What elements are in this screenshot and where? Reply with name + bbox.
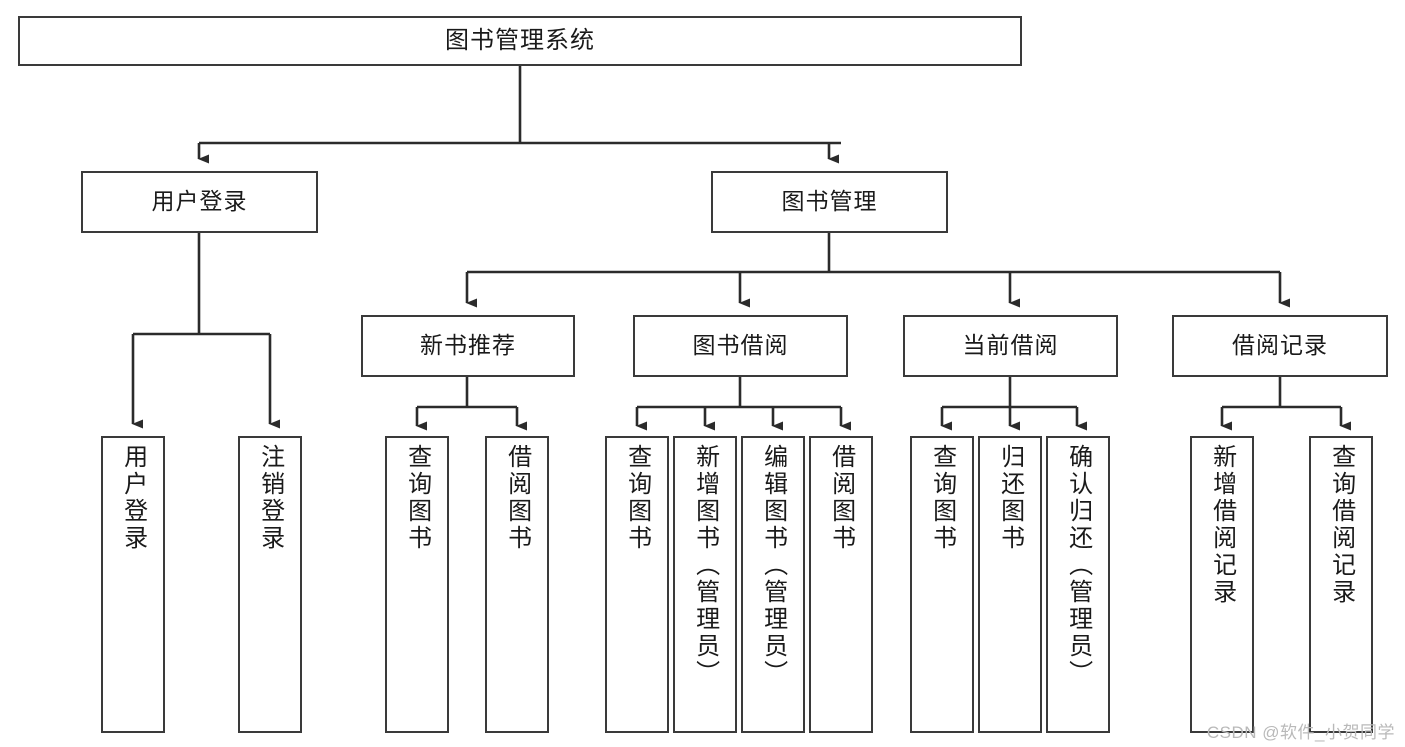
node-label: 归还图书 — [996, 444, 1024, 552]
node-label: 借阅记录 — [1232, 332, 1328, 359]
node-label: 图书借阅 — [692, 332, 789, 359]
node-user-login[interactable]: 用户登录 — [81, 171, 318, 233]
node-label: 注销登录 — [256, 444, 284, 552]
leaf-new-book-borrow-book[interactable]: 借阅图书 — [485, 436, 549, 733]
leaf-book-borrow-add-book-admin[interactable]: 新增图书（管理员） — [673, 436, 737, 733]
node-label: 新增图书（管理员） — [691, 444, 719, 687]
node-label: 查询图书 — [403, 444, 431, 552]
leaf-book-borrow-edit-book-admin[interactable]: 编辑图书（管理员） — [741, 436, 805, 733]
node-label: 查询借阅记录 — [1327, 444, 1355, 606]
node-label: 编辑图书（管理员） — [759, 444, 787, 687]
node-label: 查询图书 — [623, 444, 651, 552]
watermark-text: CSDN @软件_小贺同学 — [1206, 723, 1395, 742]
node-borrow-record[interactable]: 借阅记录 — [1172, 315, 1388, 377]
leaf-current-borrow-return-book[interactable]: 归还图书 — [978, 436, 1042, 733]
leaf-user-login-logout[interactable]: 注销登录 — [238, 436, 302, 733]
node-label: 借阅图书 — [827, 444, 855, 552]
node-new-book-recommend[interactable]: 新书推荐 — [361, 315, 575, 377]
node-label: 图书管理 — [781, 188, 878, 215]
node-book-management[interactable]: 图书管理 — [711, 171, 948, 233]
node-label: 查询图书 — [928, 444, 956, 552]
node-label: 确认归还（管理员） — [1064, 444, 1092, 687]
leaf-current-borrow-confirm-return-admin[interactable]: 确认归还（管理员） — [1046, 436, 1110, 733]
node-label: 用户登录 — [151, 188, 248, 215]
node-root-book-management-system[interactable]: 图书管理系统 — [18, 16, 1022, 66]
leaf-borrow-record-query-record[interactable]: 查询借阅记录 — [1309, 436, 1373, 733]
leaf-user-login-login[interactable]: 用户登录 — [101, 436, 165, 733]
node-label: 新书推荐 — [420, 332, 516, 359]
node-label: 当前借阅 — [962, 332, 1059, 359]
node-label: 新增借阅记录 — [1208, 444, 1236, 606]
leaf-book-borrow-borrow-book[interactable]: 借阅图书 — [809, 436, 873, 733]
leaf-borrow-record-add-record[interactable]: 新增借阅记录 — [1190, 436, 1254, 733]
node-current-borrow[interactable]: 当前借阅 — [903, 315, 1118, 377]
node-label: 借阅图书 — [503, 444, 531, 552]
leaf-book-borrow-query-book[interactable]: 查询图书 — [605, 436, 669, 733]
leaf-current-borrow-query-book[interactable]: 查询图书 — [910, 436, 974, 733]
node-label: 图书管理系统 — [445, 26, 595, 54]
leaf-new-book-query-book[interactable]: 查询图书 — [385, 436, 449, 733]
node-label: 用户登录 — [119, 444, 147, 552]
node-book-borrow[interactable]: 图书借阅 — [633, 315, 848, 377]
